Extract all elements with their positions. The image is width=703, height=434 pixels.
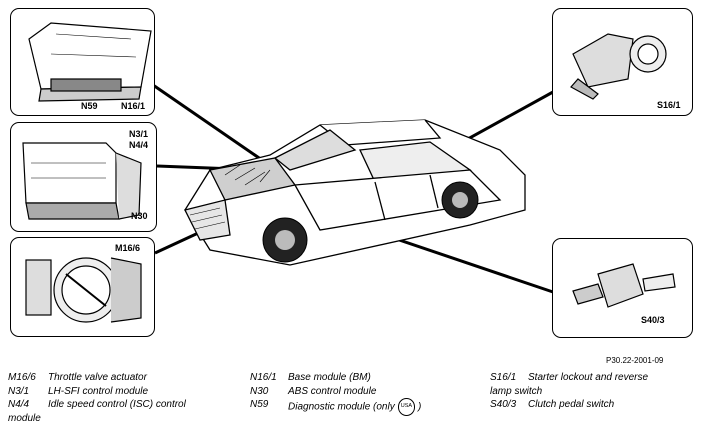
label-m16-6: M16/6 — [115, 243, 141, 253]
label-n59: N59 — [81, 101, 98, 111]
legend-column-2: N16/1 Base module (BM) N30 ABS control mod… — [250, 371, 480, 416]
legend-desc: ABS control module — [288, 385, 377, 397]
legend-desc: Idle speed control (ISC) control — [48, 399, 186, 411]
figure-reference: P30.22-2001-09 — [606, 356, 664, 365]
legend-desc: Clutch pedal switch — [528, 399, 615, 411]
legend-desc: Base module (BM) — [288, 372, 371, 383]
legend-code: N4/4 — [8, 399, 30, 411]
legend-code: N16/1 — [250, 372, 277, 383]
car-illustration — [184, 119, 526, 266]
legend-code: N3/1 — [8, 385, 30, 397]
usa-badge: USA — [397, 398, 416, 416]
legend-item: S16/1 Starter lockout and reverse — [490, 371, 700, 385]
legend-item: S40/3 Clutch pedal switch — [490, 398, 700, 412]
label-s40-3: S40/3 — [641, 315, 665, 325]
legend-item: N3/1 LH-SFI control module — [8, 385, 238, 399]
leader-n59 — [152, 83, 263, 162]
control-module-illustration — [22, 142, 142, 220]
legend-code: S40/3 — [490, 399, 517, 411]
legend-code: M16/6 — [8, 372, 36, 383]
legend-item: N16/1 Base module (BM) — [250, 371, 480, 385]
legend-code: S16/1 — [490, 372, 517, 383]
legend-item: N4/4 Idle speed control (ISC) control — [8, 398, 238, 412]
label-s16-1: S16/1 — [657, 100, 681, 110]
legend-column-3: S16/1 Starter lockout and reverse lamp sw… — [490, 371, 700, 412]
clutch-switch-illustration — [572, 263, 676, 308]
panel-n3-1-n4-4-n30: N3/1 N4/4 N30 — [10, 122, 157, 232]
label-n4-4: N4/4 — [129, 140, 149, 150]
label-n3-1: N3/1 — [129, 129, 149, 139]
throttle-actuator-illustration — [25, 257, 142, 323]
label-n16-1: N16/1 — [121, 101, 146, 111]
panel-s40-3: S40/3 — [552, 238, 693, 338]
legend-desc: Starter lockout and reverse — [528, 372, 649, 383]
legend-desc: LH-SFI control module — [48, 385, 149, 397]
legend-code: N30 — [250, 385, 269, 397]
legend-item: module — [8, 412, 238, 426]
legend-desc: Throttle valve actuator — [48, 372, 147, 383]
legend-column-1: M16/6 Throttle valve actuator N3/1 LH-SFI … — [8, 371, 238, 425]
legend-item: lamp switch — [490, 385, 700, 399]
legend-desc: lamp switch — [490, 385, 543, 397]
legend-item: M16/6 Throttle valve actuator — [8, 371, 238, 385]
legend-item: N30 ABS control module — [250, 385, 480, 399]
label-n30: N30 — [131, 211, 148, 221]
legend-desc: module — [8, 412, 41, 424]
panel-s16-1: S16/1 — [552, 8, 693, 116]
legend-code: N59 — [250, 399, 269, 411]
panel-n59-n16-1: N59 N16/1 — [10, 8, 155, 116]
starter-lockout-switch-illustration — [570, 33, 667, 100]
panel-m16-6: M16/6 — [10, 237, 155, 337]
base-module-illustration — [28, 22, 152, 102]
